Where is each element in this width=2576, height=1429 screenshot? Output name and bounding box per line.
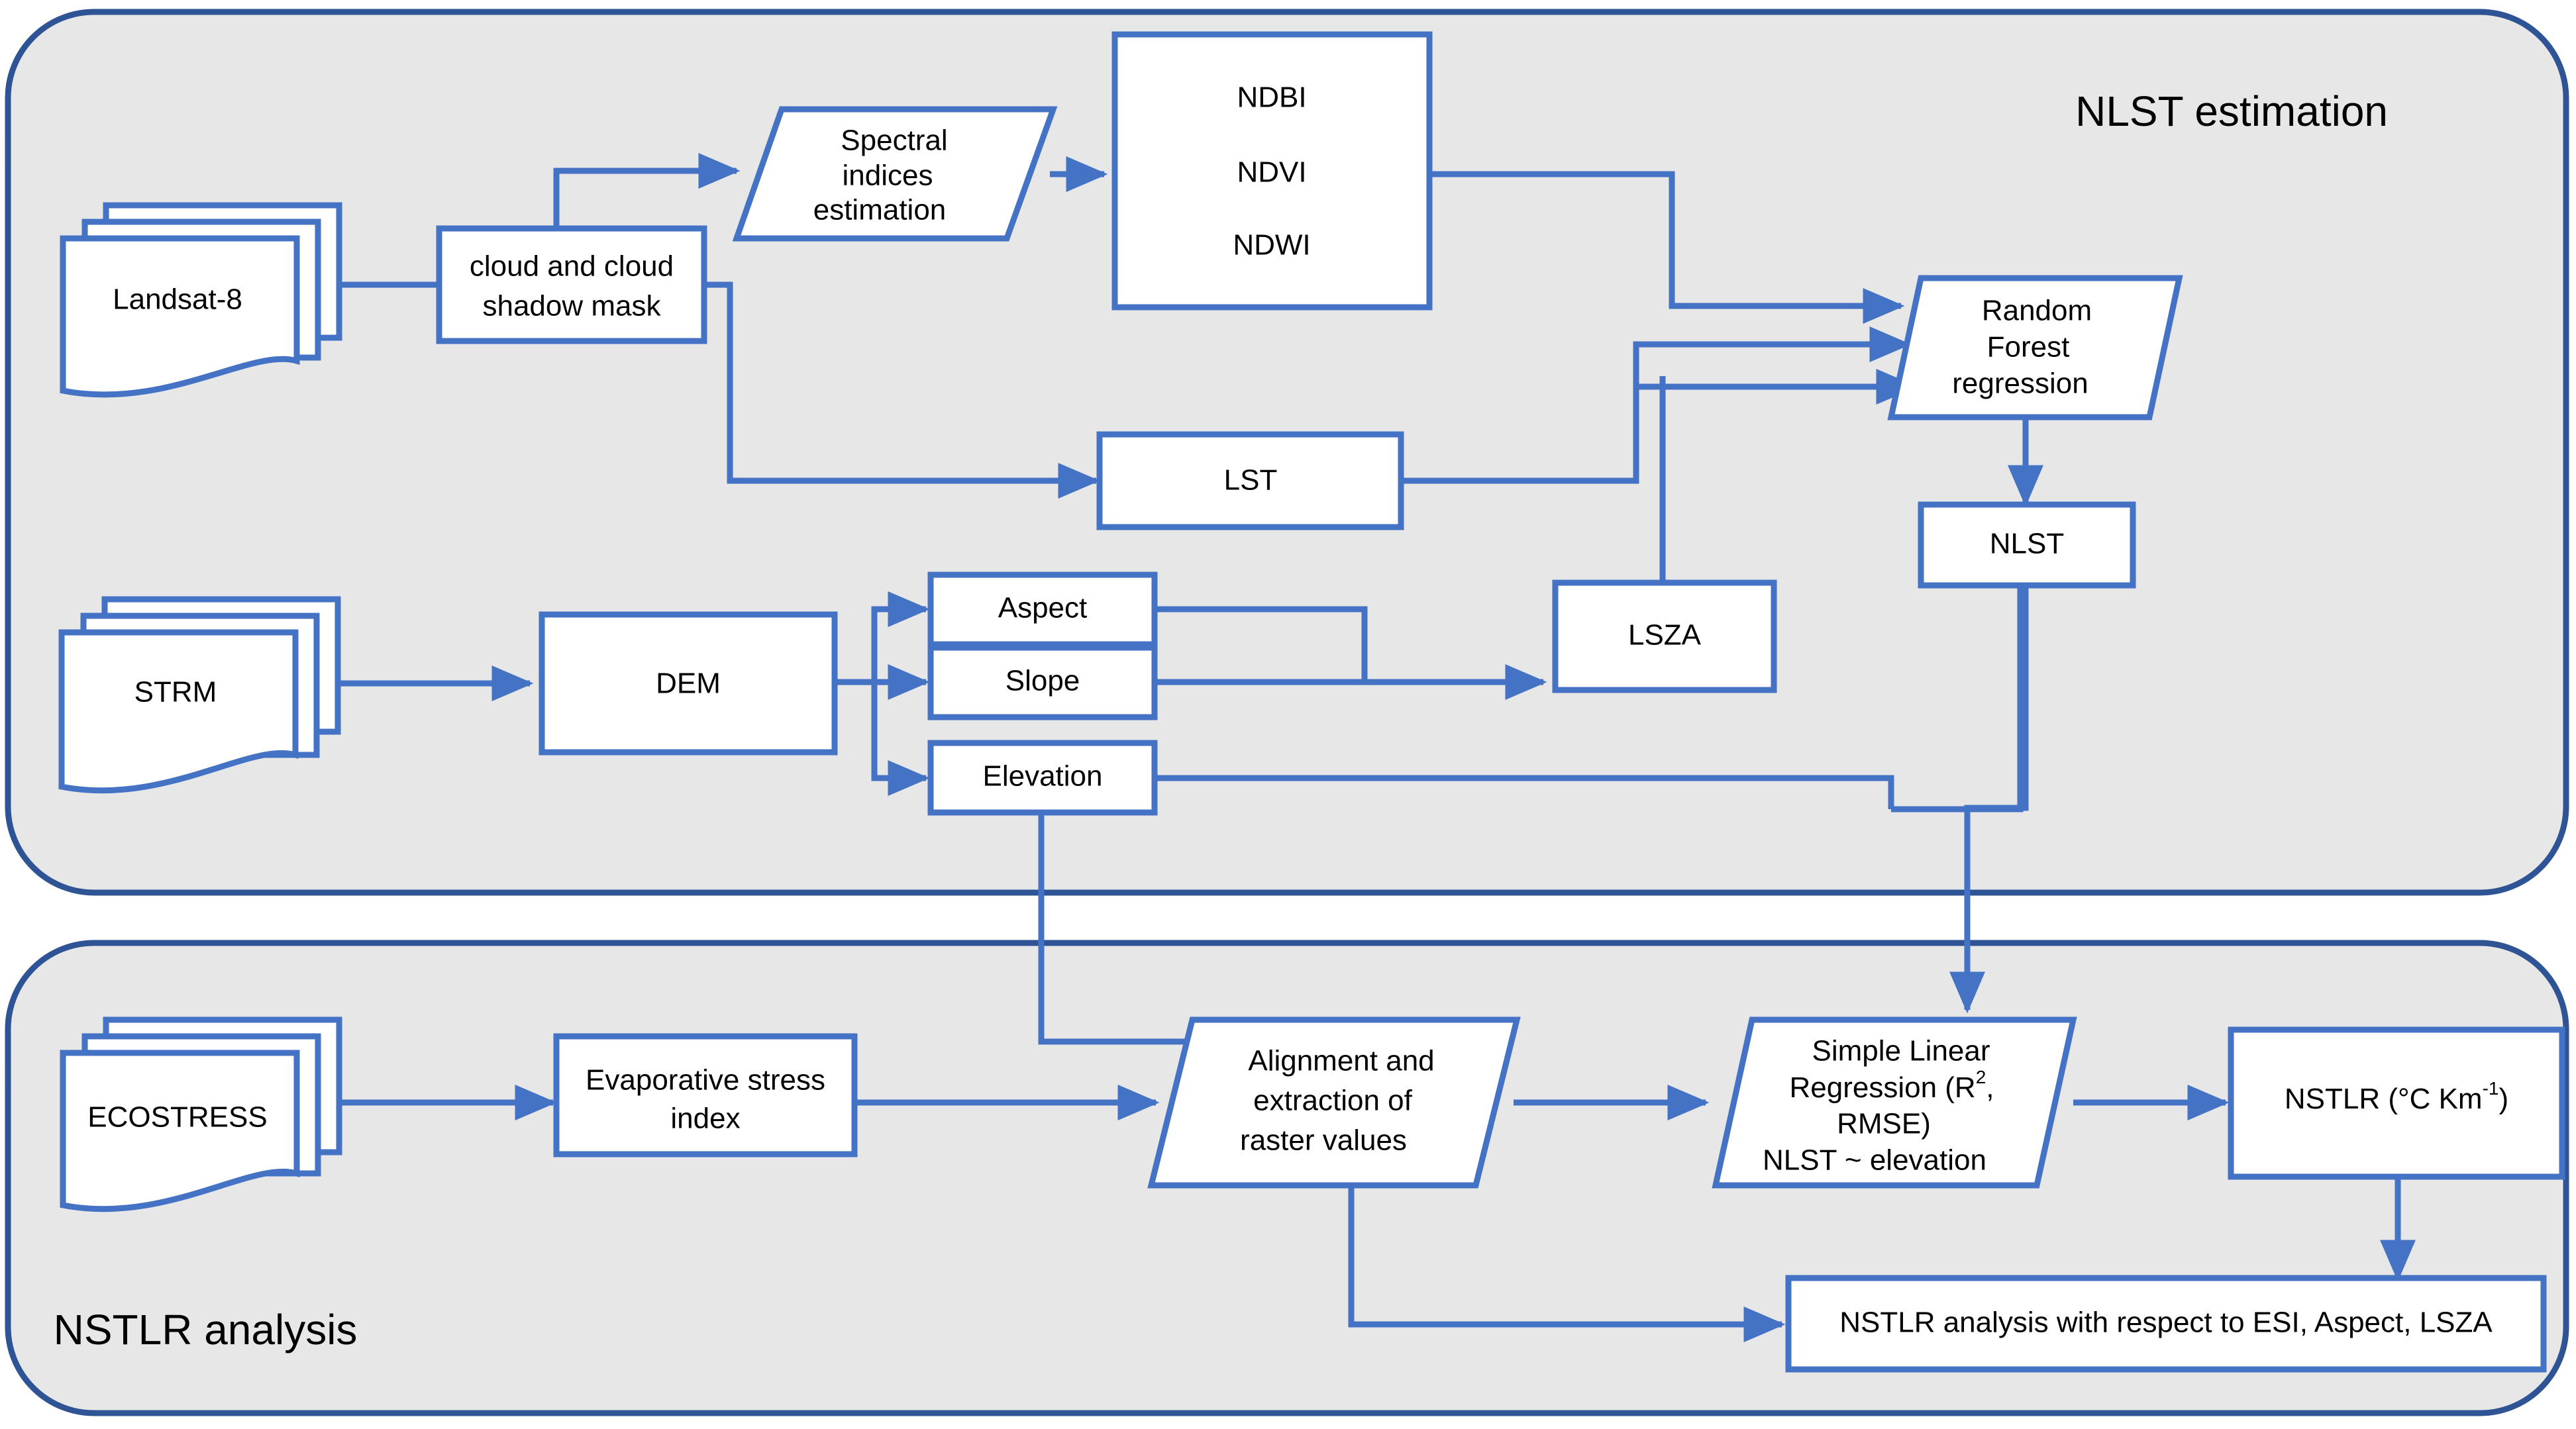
evaporative-stress-box [553, 1033, 858, 1158]
simple-linear-label-line2-b: , [1986, 1071, 1994, 1104]
landsat8-sheet-front [60, 235, 300, 398]
nstlr-label-sup: -1 [2483, 1078, 2499, 1099]
landsat8-label: Landsat-8 [113, 283, 242, 316]
evaporative-stress-label-line1: Evaporative stress [586, 1064, 825, 1097]
strm-label: STRM [134, 676, 217, 709]
edge-indicesbox-randomforest [1431, 171, 1905, 324]
spectral-indices-label-line3: estimation [813, 194, 947, 226]
node-random-forest[interactable]: Random Forest regression [1887, 275, 2183, 420]
dem-label: DEM [656, 667, 721, 700]
random-forest-label-line2: Forest [1987, 331, 2070, 364]
random-forest-shape [1887, 275, 2183, 420]
evaporative-stress-label-line2: index [670, 1103, 740, 1135]
elevation-box [927, 740, 1158, 816]
edge-cloudmask-lst [703, 281, 1100, 499]
slope-box [927, 644, 1158, 720]
lst-box [1096, 431, 1404, 530]
simple-linear-label-line1: Simple Linear [1812, 1035, 1990, 1067]
cloud-mask-label-line2: shadow mask [482, 290, 661, 322]
nlst-box [1918, 501, 2136, 589]
spectral-indices-label-line1: Spectral [841, 124, 947, 157]
node-elevation[interactable]: Elevation [927, 740, 1158, 816]
edge-nlst-simplelinear [1949, 586, 2029, 1014]
node-lsza[interactable]: LSZA [1552, 579, 1777, 693]
lst-label: LST [1224, 464, 1278, 497]
edge-elevation-randomforest [1156, 775, 1894, 809]
nstlr-box [2228, 1026, 2565, 1180]
node-evaporative-stress-index[interactable]: Evaporative stress index [553, 1033, 858, 1158]
node-slope[interactable]: Slope [927, 644, 1158, 720]
cloud-mask-box [436, 225, 707, 344]
node-ecostress[interactable]: ECOSTRESS [60, 1016, 342, 1212]
simple-linear-label-line4: NLST ~ elevation [1763, 1144, 1986, 1177]
indices-box-label-ndbi: NDBI [1237, 81, 1306, 114]
ecostress-label: ECOSTRESS [87, 1101, 267, 1134]
node-alignment[interactable]: Alignment and extraction of raster value… [1147, 1016, 1521, 1189]
elevation-label: Elevation [982, 760, 1102, 793]
random-forest-label-line1: Random [1982, 295, 2092, 327]
node-nstlr[interactable]: NSTLR (°C Km-1) [2228, 1026, 2565, 1180]
cloud-mask-label-line1: cloud and cloud [470, 250, 674, 283]
simple-linear-label-line3: RMSE) [1837, 1108, 1931, 1140]
lsza-label: LSZA [1628, 619, 1702, 652]
nstlr-label: NSTLR (°C Km-1) [2285, 1078, 2508, 1114]
ecostress-sheet-front [60, 1050, 300, 1212]
edge-alignment-nstlranalysis [1348, 1185, 1786, 1342]
node-spectral-indices[interactable]: Spectral indices estimation [732, 106, 1058, 242]
node-nstlr-analysis[interactable]: NSTLR analysis with respect to ESI, Aspe… [1785, 1275, 2547, 1373]
random-forest-label-line3: regression [1952, 368, 2088, 400]
indices-box-label-ndwi: NDWI [1233, 229, 1310, 262]
node-cloud-mask[interactable]: cloud and cloud shadow mask [436, 225, 707, 344]
nstlr-analysis-box [1785, 1275, 2547, 1373]
alignment-label-line1: Alignment and [1248, 1045, 1434, 1077]
nstlr-label-b: ) [2499, 1083, 2508, 1115]
indices-box-rect [1111, 31, 1433, 311]
edge-dem-aspect [871, 591, 930, 682]
node-aspect[interactable]: Aspect [927, 571, 1158, 648]
node-dem[interactable]: DEM [539, 611, 838, 756]
node-indices-box[interactable]: NDBI NDVI NDWI [1111, 31, 1433, 311]
aspect-box [927, 571, 1158, 648]
node-strm[interactable]: STRM [58, 596, 341, 794]
spectral-indices-label-line2: indices [843, 160, 933, 192]
strm-sheet-front [58, 629, 299, 794]
nstlr-analysis-label: NSTLR analysis with respect to ESI, Aspe… [1839, 1306, 2493, 1339]
simple-linear-label-line2-a: Regression (R [1789, 1071, 1975, 1104]
nlst-label: NLST [1990, 528, 2064, 560]
edge-lst-randomforest [1403, 326, 1912, 484]
panel-title-nlst-estimation: NLST estimation [2075, 87, 2388, 135]
alignment-label-line2: extraction of [1253, 1085, 1412, 1117]
slope-label: Slope [1005, 665, 1080, 697]
simple-linear-label-line2: Regression (R2, [1789, 1067, 1994, 1103]
node-lst[interactable]: LST [1096, 431, 1404, 530]
simple-linear-shape [1712, 1016, 2077, 1189]
alignment-label-line3: raster values [1240, 1124, 1407, 1157]
nstlr-label-a: NSTLR (°C Km [2285, 1083, 2483, 1115]
indices-box-label-ndvi: NDVI [1237, 156, 1306, 189]
edge-cloudmask-spectral [553, 153, 741, 228]
spectral-indices-shape [732, 106, 1058, 242]
alignment-shape [1147, 1016, 1521, 1189]
lsza-box [1552, 579, 1777, 693]
node-nlst[interactable]: NLST [1918, 501, 2136, 589]
node-landsat8[interactable]: Landsat-8 [60, 202, 342, 398]
aspect-label: Aspect [998, 592, 1088, 624]
node-simple-linear-regression[interactable]: Simple Linear Regression (R2, RMSE) NLST… [1712, 1016, 2077, 1189]
panel-title-nstlr-analysis: NSTLR analysis [54, 1306, 358, 1354]
dem-box [539, 611, 838, 756]
edge-dem-elevation [871, 682, 930, 796]
simple-linear-label-line2-sup: 2 [1976, 1067, 1986, 1087]
